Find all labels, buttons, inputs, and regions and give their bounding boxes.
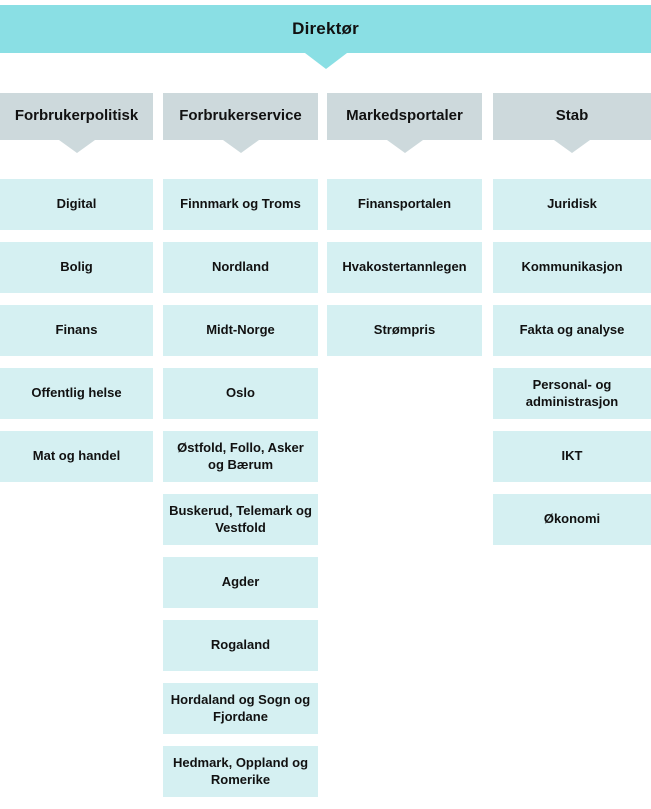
org-unit-label: Finansportalen <box>357 196 452 212</box>
org-unit-box[interactable]: Midt-Norge <box>163 305 318 356</box>
org-unit-label: Nordland <box>211 259 270 275</box>
column-connector-notch-icon <box>554 140 590 153</box>
column-header-label: Markedsportaler <box>346 107 463 125</box>
org-unit-box[interactable]: Buskerud, Telemark og Vestfold <box>163 494 318 545</box>
org-unit-box[interactable]: Hedmark, Oppland og Romerike <box>163 746 318 797</box>
org-unit-label: Fakta og analyse <box>519 322 625 338</box>
org-unit-label: Juridisk <box>547 196 597 212</box>
org-unit-box[interactable]: Strømpris <box>327 305 482 356</box>
column-header-forbrukerservice[interactable]: Forbrukerservice <box>163 93 318 153</box>
org-unit-box[interactable]: Hordaland og Sogn og Fjordane <box>163 683 318 734</box>
org-unit-box[interactable]: Bolig <box>0 242 153 293</box>
root-connector-notch-icon <box>304 53 347 69</box>
org-unit-label: Rogaland <box>210 637 271 653</box>
org-unit-box[interactable]: Hvakostertannlegen <box>327 242 482 293</box>
org-unit-label: Hordaland og Sogn og Fjordane <box>170 692 311 724</box>
org-unit-label: Økonomi <box>543 511 601 527</box>
column-header-markedsportaler[interactable]: Markedsportaler <box>327 93 482 153</box>
org-unit-box[interactable]: Agder <box>163 557 318 608</box>
org-unit-label: Strømpris <box>373 322 436 338</box>
org-unit-label: Bolig <box>60 259 93 275</box>
org-unit-label: IKT <box>561 448 583 464</box>
org-unit-label: Finnmark og Troms <box>180 196 301 212</box>
org-unit-label: Offentlig helse <box>31 385 122 401</box>
org-unit-label: Østfold, Follo, Asker og Bærum <box>177 440 304 472</box>
root-node-direktor[interactable]: Direktør <box>0 5 651 53</box>
org-unit-box[interactable]: IKT <box>493 431 651 482</box>
org-unit-box[interactable]: Juridisk <box>493 179 651 230</box>
org-unit-box[interactable]: Kommunikasjon <box>493 242 651 293</box>
org-unit-label: Hvakostertannlegen <box>342 259 467 275</box>
column-header-stab[interactable]: Stab <box>493 93 651 153</box>
org-unit-box[interactable]: Økonomi <box>493 494 651 545</box>
org-unit-label: Oslo <box>226 385 255 401</box>
org-unit-label: Mat og handel <box>32 448 121 464</box>
column-header-label: Forbrukerservice <box>179 107 302 125</box>
org-unit-label: Buskerud, Telemark og Vestfold <box>169 503 312 535</box>
column-header-label: Stab <box>555 107 589 125</box>
org-unit-box[interactable]: Finans <box>0 305 153 356</box>
root-node-label: Direktør <box>292 19 359 38</box>
org-unit-box[interactable]: Rogaland <box>163 620 318 671</box>
column-connector-notch-icon <box>58 140 95 153</box>
org-unit-box[interactable]: Østfold, Follo, Asker og Bærum <box>163 431 318 482</box>
org-unit-box[interactable]: Mat og handel <box>0 431 153 482</box>
org-unit-box[interactable]: Personal- og administrasjon <box>493 368 651 419</box>
org-unit-label: Personal- og administrasjon <box>525 377 619 409</box>
org-unit-box[interactable]: Nordland <box>163 242 318 293</box>
org-unit-label: Digital <box>56 196 97 212</box>
org-unit-box[interactable]: Finansportalen <box>327 179 482 230</box>
org-unit-label: Midt-Norge <box>206 322 275 338</box>
org-unit-box[interactable]: Digital <box>0 179 153 230</box>
org-unit-box[interactable]: Oslo <box>163 368 318 419</box>
org-unit-label: Hedmark, Oppland og Romerike <box>172 755 309 787</box>
org-unit-label: Agder <box>221 574 260 590</box>
org-unit-box[interactable]: Fakta og analyse <box>493 305 651 356</box>
column-header-forbrukerpolitisk[interactable]: Forbrukerpolitisk <box>0 93 153 153</box>
column-header-label: Forbrukerpolitisk <box>14 107 139 125</box>
org-unit-box[interactable]: Finnmark og Troms <box>163 179 318 230</box>
org-unit-label: Finans <box>55 322 98 338</box>
column-connector-notch-icon <box>386 140 423 153</box>
column-connector-notch-icon <box>222 140 259 153</box>
org-unit-label: Kommunikasjon <box>521 259 623 275</box>
org-unit-box[interactable]: Offentlig helse <box>0 368 153 419</box>
